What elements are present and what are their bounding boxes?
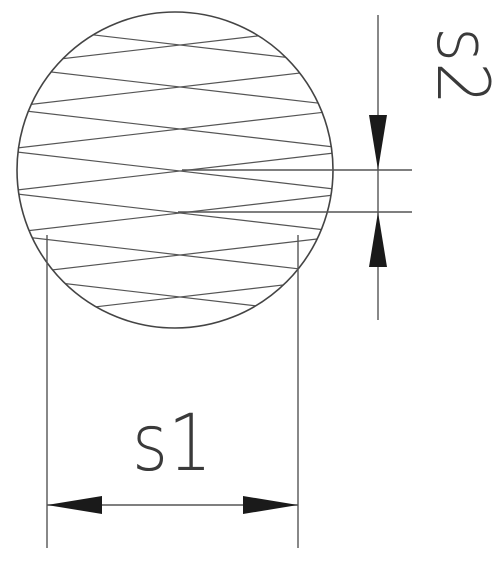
hatch-line: [17, 191, 333, 235]
hatch-line: [17, 317, 333, 328]
hatch-line: [17, 149, 333, 193]
hatch-line: [0, 360, 360, 402]
s1-arrow-right: [243, 496, 298, 514]
s1-label: s1: [132, 399, 212, 489]
hatch-line: [0, 360, 360, 402]
hatch-line: [17, 275, 333, 319]
hatch-line: [17, 107, 333, 151]
s1-arrow-left: [47, 496, 102, 514]
hatch-line: [17, 233, 333, 277]
s2-arrow-top: [369, 115, 387, 170]
hatch-line: [17, 23, 333, 67]
knurl-hatching: [0, 12, 360, 402]
s2-label: s2: [421, 27, 502, 105]
s2-arrow-bottom: [369, 212, 387, 267]
hatch-line: [17, 317, 333, 328]
